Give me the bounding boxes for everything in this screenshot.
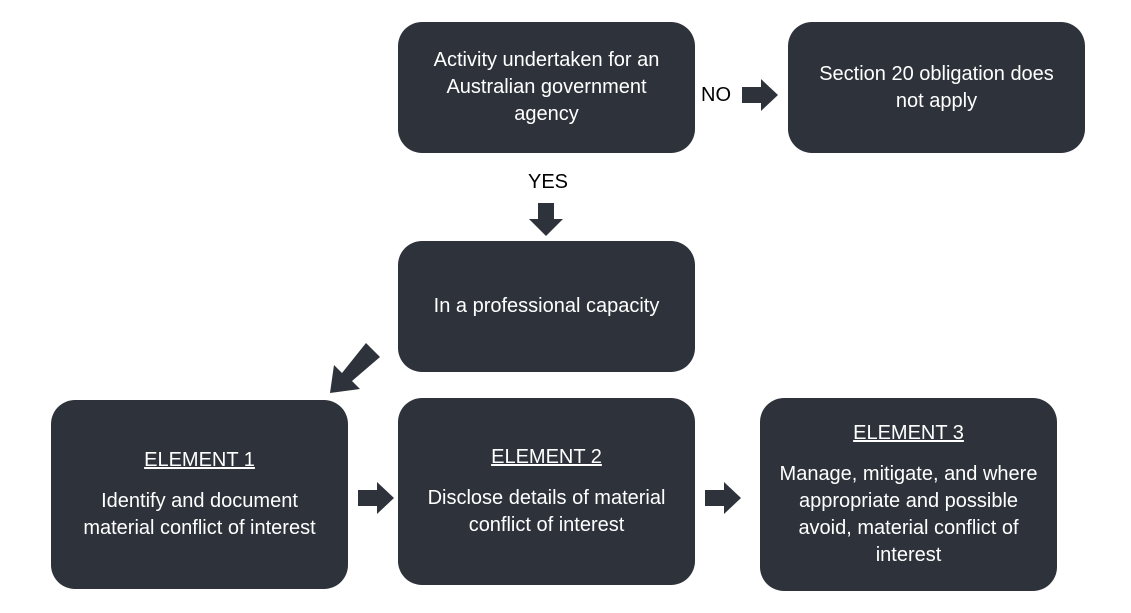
- yes-label: YES: [528, 171, 569, 193]
- element-2-heading: ELEMENT 2: [491, 446, 602, 468]
- element-3-text: Manage, mitigate, and where appropriate …: [779, 463, 1038, 566]
- section-20-text: Section 20 obligation does not apply: [819, 62, 1054, 112]
- arrow-down-yes-icon: [529, 203, 563, 236]
- section-20-box: Section 20 obligation does not apply: [788, 22, 1085, 153]
- activity-box: Activity undertaken for an Australian go…: [398, 22, 695, 153]
- element-3-box: ELEMENT 3 Manage, mitigate, and where ap…: [760, 398, 1057, 591]
- arrow-right-no-icon: [742, 79, 778, 111]
- arrow-right-element-1-icon: [358, 482, 394, 514]
- arrow-right-element-2-icon: [705, 482, 741, 514]
- element-1-heading: ELEMENT 1: [144, 449, 255, 471]
- arrow-diagonal-icon: [330, 343, 380, 393]
- professional-capacity-box: In a professional capacity: [398, 241, 695, 372]
- element-1-text: Identify and document material conflict …: [83, 490, 316, 539]
- element-2-box: ELEMENT 2 Disclose details of material c…: [398, 398, 695, 585]
- element-1-box: ELEMENT 1 Identify and document material…: [51, 400, 348, 589]
- element-3-heading: ELEMENT 3: [853, 422, 964, 444]
- element-2-text: Disclose details of material conflict of…: [427, 487, 666, 536]
- activity-text: Activity undertaken for an Australian go…: [433, 49, 660, 125]
- professional-capacity-text: In a professional capacity: [433, 295, 660, 317]
- no-label: NO: [701, 84, 731, 106]
